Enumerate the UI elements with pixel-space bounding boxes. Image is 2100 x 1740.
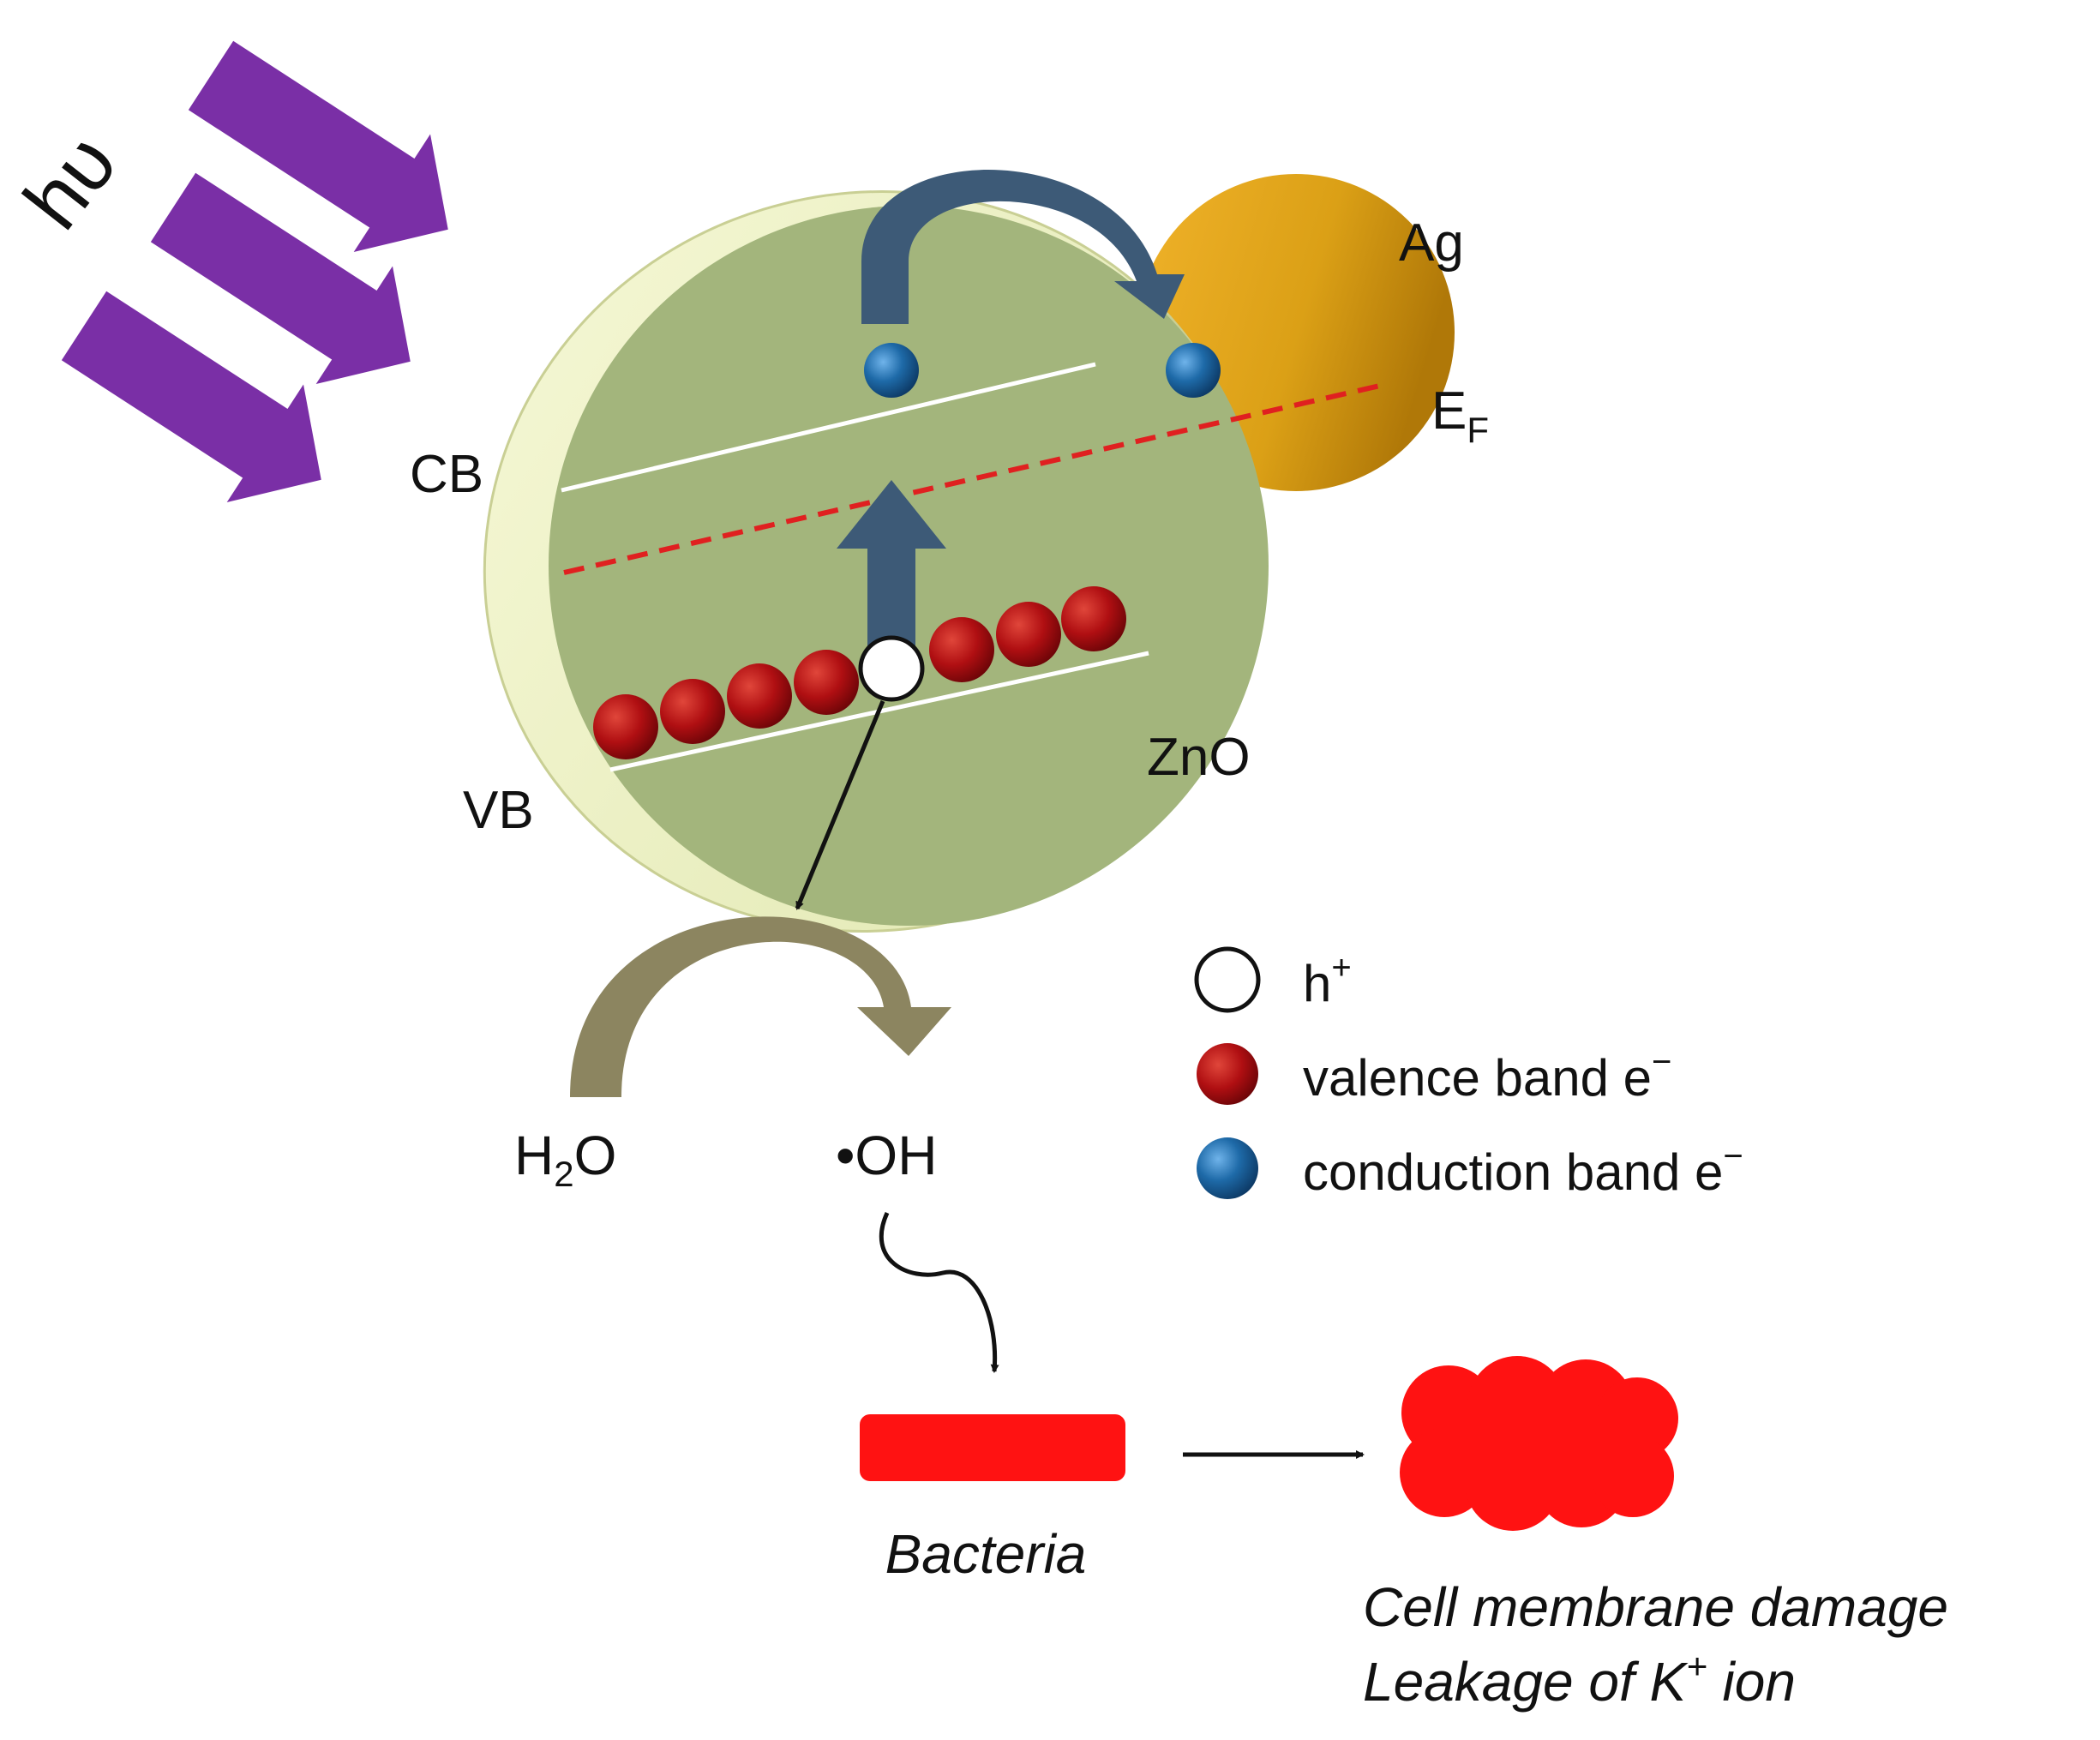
damage-line-2-a: Leakage of K (1363, 1651, 1689, 1713)
legend-valence-text: valence band e− (1303, 1043, 1671, 1107)
h2o-label: H2O (514, 1125, 616, 1194)
valence-electron (929, 617, 994, 682)
legend-hole-label: h (1303, 955, 1331, 1012)
valence-electron (660, 679, 725, 744)
legend-valence-marker (1197, 1043, 1258, 1105)
light-arrow-2 (150, 172, 411, 385)
valence-electron (1061, 586, 1126, 651)
conduction-electron-ag (1166, 343, 1221, 398)
h2o-h: H (514, 1125, 554, 1186)
light-arrow-3 (61, 291, 321, 503)
legend-hole-marker (1194, 946, 1261, 1013)
valence-electron (593, 694, 658, 759)
fermi-label-sub: F (1467, 410, 1489, 450)
conduction-electron-zno (864, 343, 919, 398)
valence-electrons (593, 586, 1126, 759)
cb-label: CB (410, 445, 483, 504)
zno-label: ZnO (1147, 728, 1251, 787)
legend-conduction-marker (1197, 1137, 1258, 1199)
valence-electron (996, 602, 1061, 667)
hole (858, 635, 925, 702)
conduction-band-line (561, 362, 1096, 493)
legend-conduction-label: conduction band e (1303, 1143, 1723, 1201)
damaged-bacteria (1400, 1356, 1678, 1531)
ag-label: Ag (1399, 213, 1464, 273)
legend-valence-sup: − (1652, 1043, 1671, 1081)
light-arrows (61, 40, 448, 503)
legend-valence-label: valence band e (1303, 1049, 1652, 1107)
legend-conduction-sup: − (1723, 1137, 1743, 1175)
valence-electron (727, 663, 792, 729)
damage-line-1: Cell membrane damage (1363, 1576, 1948, 1638)
vb-label: VB (463, 781, 534, 840)
electron-transfer-arrow (861, 170, 1185, 324)
damage-line-2-b: ion (1707, 1651, 1796, 1713)
light-arrow-1 (188, 40, 448, 253)
damage-line-2: Leakage of K+ ion (1363, 1646, 1796, 1713)
bacteria-cell (860, 1414, 1125, 1481)
legend-conduction-text: conduction band e− (1303, 1137, 1743, 1201)
bacteria-label: Bacteria (885, 1523, 1087, 1585)
damage-line-2-sup: + (1686, 1646, 1707, 1686)
wavy-arrow (879, 1211, 999, 1373)
legend-hole-text: h+ (1303, 949, 1352, 1012)
excitation-arrow (837, 480, 946, 660)
hydroxyl-radical-label: •OH (836, 1125, 937, 1186)
fermi-label-main: E (1431, 381, 1467, 441)
fermi-label: EF (1431, 381, 1489, 450)
h2o-subscript: 2 (554, 1154, 573, 1194)
fermi-level-line (563, 383, 1381, 575)
legend-hole-sup: + (1331, 949, 1351, 987)
light-label: hυ (7, 117, 135, 245)
valence-electron (794, 650, 859, 715)
damaged-core (1440, 1406, 1646, 1483)
reaction-arrow (570, 916, 951, 1097)
legend: h+ valence band e− conduction band e− (1194, 946, 1743, 1201)
hole-migration-arrow (795, 700, 885, 910)
h2o-o: O (574, 1125, 617, 1186)
